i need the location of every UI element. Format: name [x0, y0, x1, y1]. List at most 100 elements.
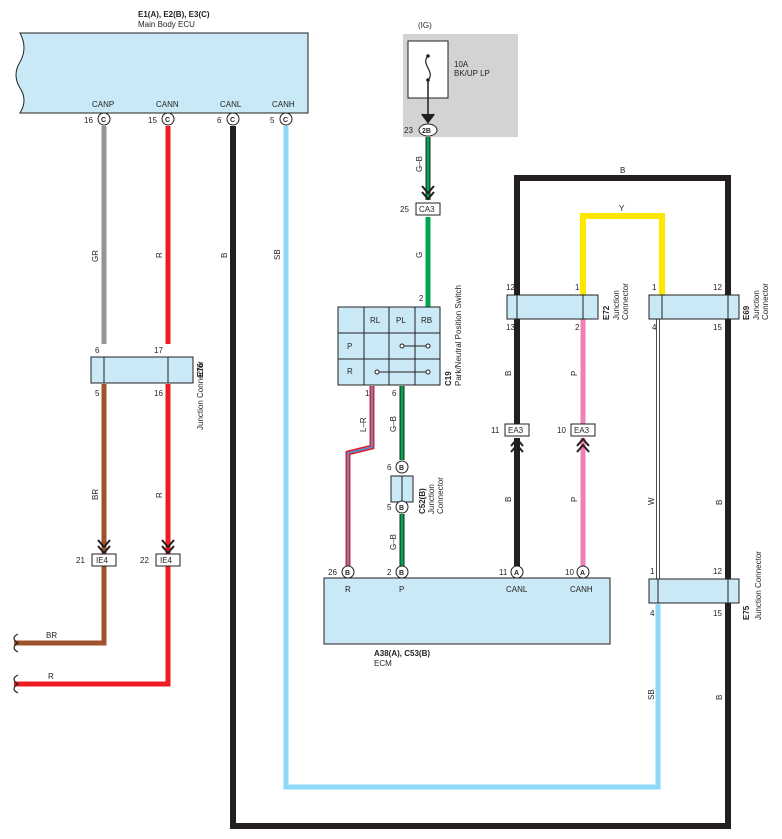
e76-junction: 6 17 5 16 E76 Junction Connector — [90, 346, 205, 430]
c19-pin-top: 2 — [419, 294, 424, 303]
ie4-right-name: IE4 — [160, 556, 173, 565]
e75-pin-bl: 4 — [650, 609, 655, 618]
ea3-left-chevron-icon — [510, 437, 524, 453]
ecm-conn-canh: A — [580, 570, 585, 577]
wire-label-lr: L–R — [359, 417, 368, 432]
ecm-terminal-canl: CANL — [506, 585, 528, 594]
ecm-terminal-r: R — [345, 585, 351, 594]
e72-name2: Connector — [621, 283, 630, 320]
e69-pin-br: 15 — [713, 323, 722, 332]
conn-c-circles — [97, 112, 293, 126]
ca3-pin: 25 — [400, 205, 409, 214]
ig-label: (IG) — [418, 21, 432, 30]
wire-label-b-4: B — [715, 500, 724, 505]
ecm-pin-p: 2 — [387, 568, 392, 577]
wires — [14, 126, 731, 829]
ecm-pin-r: 26 — [328, 568, 337, 577]
wire-label-g: G — [415, 252, 424, 258]
wire-br-out — [14, 566, 107, 646]
ea3-right-chevron-icon — [576, 437, 590, 453]
c52-junction: B 6 B 5 C52(B) Junction Connector — [387, 460, 445, 514]
e72-pin-tl: 12 — [506, 283, 515, 292]
wire-label-b-5: B — [715, 695, 724, 700]
ie4-right-pin: 22 — [140, 556, 149, 565]
ea3-right-pin: 10 — [557, 426, 566, 435]
wire-label-b-1: B — [220, 253, 229, 258]
c52-name2: Connector — [436, 477, 445, 514]
ie4-connectors: IE4 21 IE4 22 — [76, 539, 181, 567]
e76-pin-tr: 17 — [154, 346, 163, 355]
ig-arrow-icon — [421, 113, 435, 124]
ecm-conn-p: B — [399, 570, 404, 577]
wire-r-out — [14, 566, 171, 687]
ig-conn: 2B — [422, 128, 431, 135]
c19-col-rl: RL — [370, 316, 381, 325]
conn-c-label-3: C — [230, 117, 235, 124]
c19-pin-l: 1 — [365, 389, 370, 398]
e72-name1: Junction — [612, 290, 621, 320]
wire-y — [580, 213, 665, 296]
ie4-left-name: IE4 — [96, 556, 109, 565]
ecm-pin-canl: 11 — [499, 568, 508, 577]
e69-name1: Junction — [752, 290, 761, 320]
fuse-icon — [425, 55, 431, 81]
pin-canh: 5 — [270, 116, 275, 125]
e72-code: E72 — [602, 305, 611, 320]
terminal-canl: CANL — [220, 100, 242, 109]
ea3-left-name: EA3 — [508, 426, 524, 435]
terminal-cann: CANN — [156, 100, 179, 109]
ig-fuse-block: (IG) 10A BK/UP LP 23 2B — [403, 21, 518, 137]
ca3-name: CA3 — [419, 205, 435, 214]
ea3-right-name: EA3 — [574, 426, 590, 435]
ie4-left-box — [91, 553, 117, 567]
wire-label-gr: GR — [91, 250, 100, 262]
e75-name: Junction Connector — [754, 551, 763, 620]
wire-label-sb-1: SB — [273, 249, 282, 260]
main-body-ecu-box — [15, 32, 309, 114]
ecm-terminal-canh: CANH — [570, 585, 593, 594]
e72-box — [506, 294, 599, 320]
e72-pin-br: 2 — [575, 323, 580, 332]
e76-pin-br: 16 — [154, 389, 163, 398]
ecm-pin-canh: 10 — [565, 568, 574, 577]
e76-name: Junction Connector — [196, 361, 205, 430]
wire-label-b-3: B — [504, 497, 513, 502]
ecm-terminal-p: P — [399, 585, 404, 594]
c19-name: Park/Neutral Position Switch — [454, 285, 463, 386]
wire-label-r-2: R — [155, 492, 164, 498]
c19-col-pl: PL — [396, 316, 406, 325]
wire-label-b-2: B — [504, 371, 513, 376]
wire-label-p-2: P — [570, 497, 579, 502]
c52-pin-top: 6 — [387, 463, 392, 472]
e69-pin-tl: 1 — [652, 283, 657, 292]
e69-junction: 1 12 4 15 E69 Junction Connector — [648, 283, 770, 332]
ie4-left-chevron-icon — [97, 539, 111, 555]
conn-c-label-2: C — [165, 117, 170, 124]
ea3-right-box — [570, 423, 596, 437]
c52-conn-bot: B — [399, 505, 404, 512]
wire-color-labels: GR R B SB G–B G L–R G–B G–B BR R BR R B … — [46, 156, 724, 700]
ecm: R P CANL CANH B B A A 26 2 11 10 A38(A),… — [323, 565, 611, 668]
terminal-canp: CANP — [92, 100, 114, 109]
wire-label-sb-2: SB — [647, 689, 656, 700]
ea3-connectors: EA3 11 EA3 10 — [491, 423, 596, 453]
wire-label-gb-3: G–B — [389, 534, 398, 550]
ecm-conn-r: B — [345, 570, 350, 577]
e76-pin-bl: 5 — [95, 389, 100, 398]
e72-junction: 12 1 13 2 E72 Junction Connector — [506, 283, 630, 332]
ca3-box — [415, 202, 441, 216]
wire-label-p-1: P — [570, 371, 579, 376]
c52-conn-top: B — [399, 465, 404, 472]
e75-code: E75 — [742, 605, 751, 620]
ecm-box — [323, 577, 611, 645]
c19-col-rb: RB — [421, 316, 432, 325]
e69-pin-bl: 4 — [652, 323, 657, 332]
pin-canp: 16 — [84, 116, 93, 125]
conn-c-label-4: C — [283, 117, 288, 124]
wire-label-y: Y — [619, 204, 625, 213]
ea3-left-pin: 11 — [491, 426, 500, 435]
c52-pin-bot: 5 — [387, 503, 392, 512]
e75-pin-br: 15 — [713, 609, 722, 618]
e75-box — [648, 578, 740, 604]
